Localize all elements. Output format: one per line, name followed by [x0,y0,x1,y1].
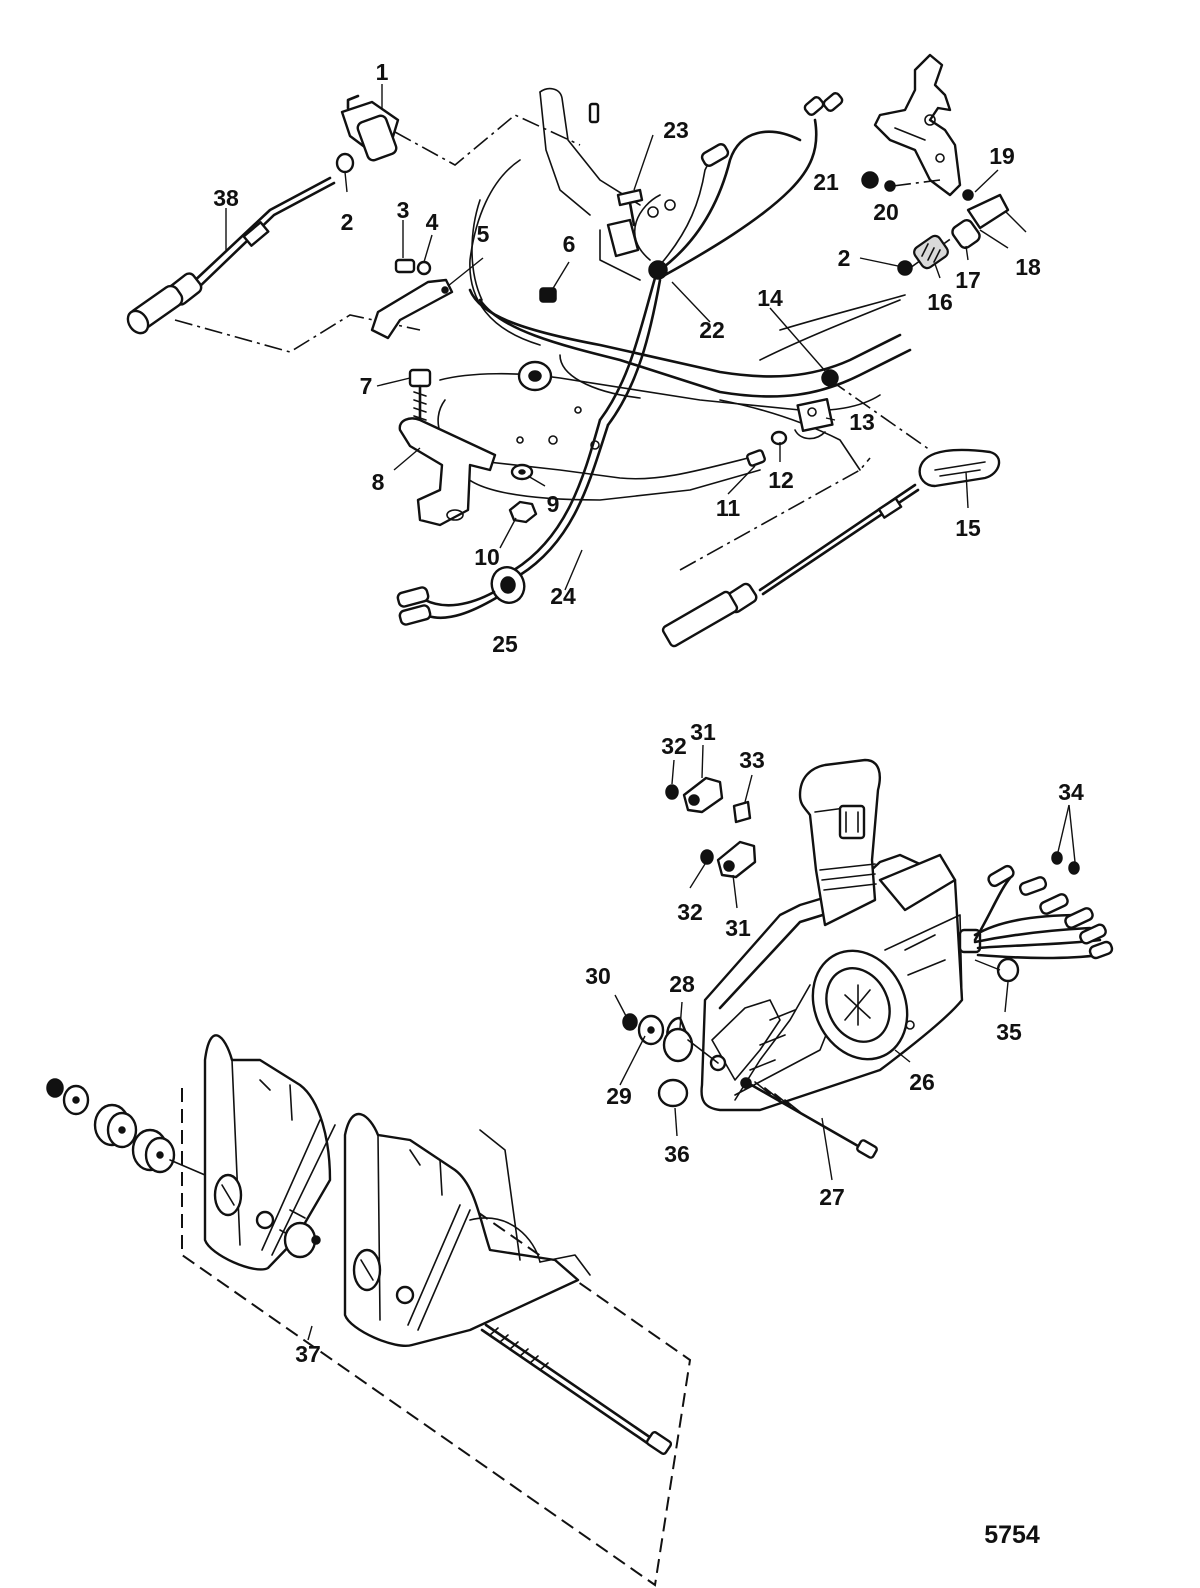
part-label-21: 21 [813,169,839,195]
part-37-dashed-outline [181,1088,692,1587]
part-label-17: 17 [955,267,981,293]
part-label-30: 30 [585,963,611,989]
part-31-lower [716,840,757,879]
part-label-38: 38 [213,185,239,211]
remote-control-assembly [614,744,1114,1181]
part-label-14: 14 [757,285,783,311]
part-2-washer-left [335,152,355,174]
part-35 [996,957,1020,983]
part-label-36: 36 [664,1141,690,1167]
centerline-14 [829,379,931,451]
part-34-b [1068,861,1080,875]
part-label-35: 35 [996,1019,1022,1045]
part-37-dual-kit [46,1034,692,1587]
part-33 [732,800,752,824]
part-label-18: 18 [1015,254,1041,280]
parts-3-4-5-drawing [370,258,454,340]
upper-assembly [126,53,1027,648]
part-label-1: 1 [376,59,389,85]
figure-number: 5754 [984,1521,1040,1549]
part-label-6: 6 [563,231,576,257]
upper-leader-lines [225,84,1027,591]
part-label-4: 4 [426,209,439,235]
part-label-27: 27 [819,1184,845,1210]
part-label-26: 26 [909,1069,935,1095]
part-label-24: 24 [550,583,576,609]
centerline-15 [679,457,871,571]
part-label-33: 33 [739,747,765,773]
part-label-19: 19 [989,143,1015,169]
part-label-37: 37 [295,1341,321,1367]
part-22-wire-harness [598,92,844,427]
part-label-29: 29 [606,1083,632,1109]
part-30 [622,1013,638,1031]
part-15-cable [661,448,1001,648]
part-label-3: 3 [397,197,410,223]
part-14-drawing [821,369,839,387]
part-label-34: 34 [1058,779,1084,805]
part-36 [657,1078,689,1108]
part-label-2: 2 [341,209,354,235]
part-32-lower [700,849,714,865]
part-23-drawing [588,102,644,227]
part-label-2: 2 [838,245,851,271]
parts-11-12-13-drawing [746,397,834,467]
part-37-leader [307,1325,313,1341]
part-label-25: 25 [492,631,518,657]
centerline-1 [394,114,581,166]
part-label-11: 11 [716,495,741,521]
part-6-drawing [539,287,557,303]
parts-7-8-9-10-drawing [398,368,538,527]
part-31-upper [682,776,724,814]
part-32-upper [665,784,679,800]
engine-bracket-drawing [437,87,912,501]
part-26-control-housing [700,758,1114,1112]
part-label-32: 32 [677,899,703,925]
dual-kit-housings [203,1034,591,1347]
remote-leader-lines [614,744,1076,1181]
part-label-10: 10 [474,544,500,570]
parts-24-25-drawing [396,418,610,626]
part-label-31: 31 [725,915,751,941]
part-label-16: 16 [927,289,953,315]
part-34-a [1051,851,1063,865]
remote-small-parts [622,776,1080,1159]
part-label-28: 28 [669,971,695,997]
part-38-cable [126,176,336,335]
part-label-31: 31 [690,719,716,745]
part-label-7: 7 [360,373,373,399]
parts-16-to-21-drawing [861,53,1010,276]
part-labels: 1 2 2 3 4 5 6 7 8 9 10 11 12 13 14 15 16… [213,59,1084,1549]
part-label-12: 12 [768,467,794,493]
part-label-13: 13 [849,409,875,435]
part-label-15: 15 [955,515,981,541]
part-27-bolt [746,1081,867,1152]
part-label-22: 22 [699,317,725,343]
part-label-5: 5 [477,221,490,247]
part-label-20: 20 [873,199,899,225]
part-1-drawing [340,94,400,162]
part-label-8: 8 [372,469,385,495]
part-label-23: 23 [663,117,689,143]
part-label-32: 32 [661,733,687,759]
dual-kit-hardware [46,1078,673,1455]
part-label-9: 9 [547,491,560,517]
